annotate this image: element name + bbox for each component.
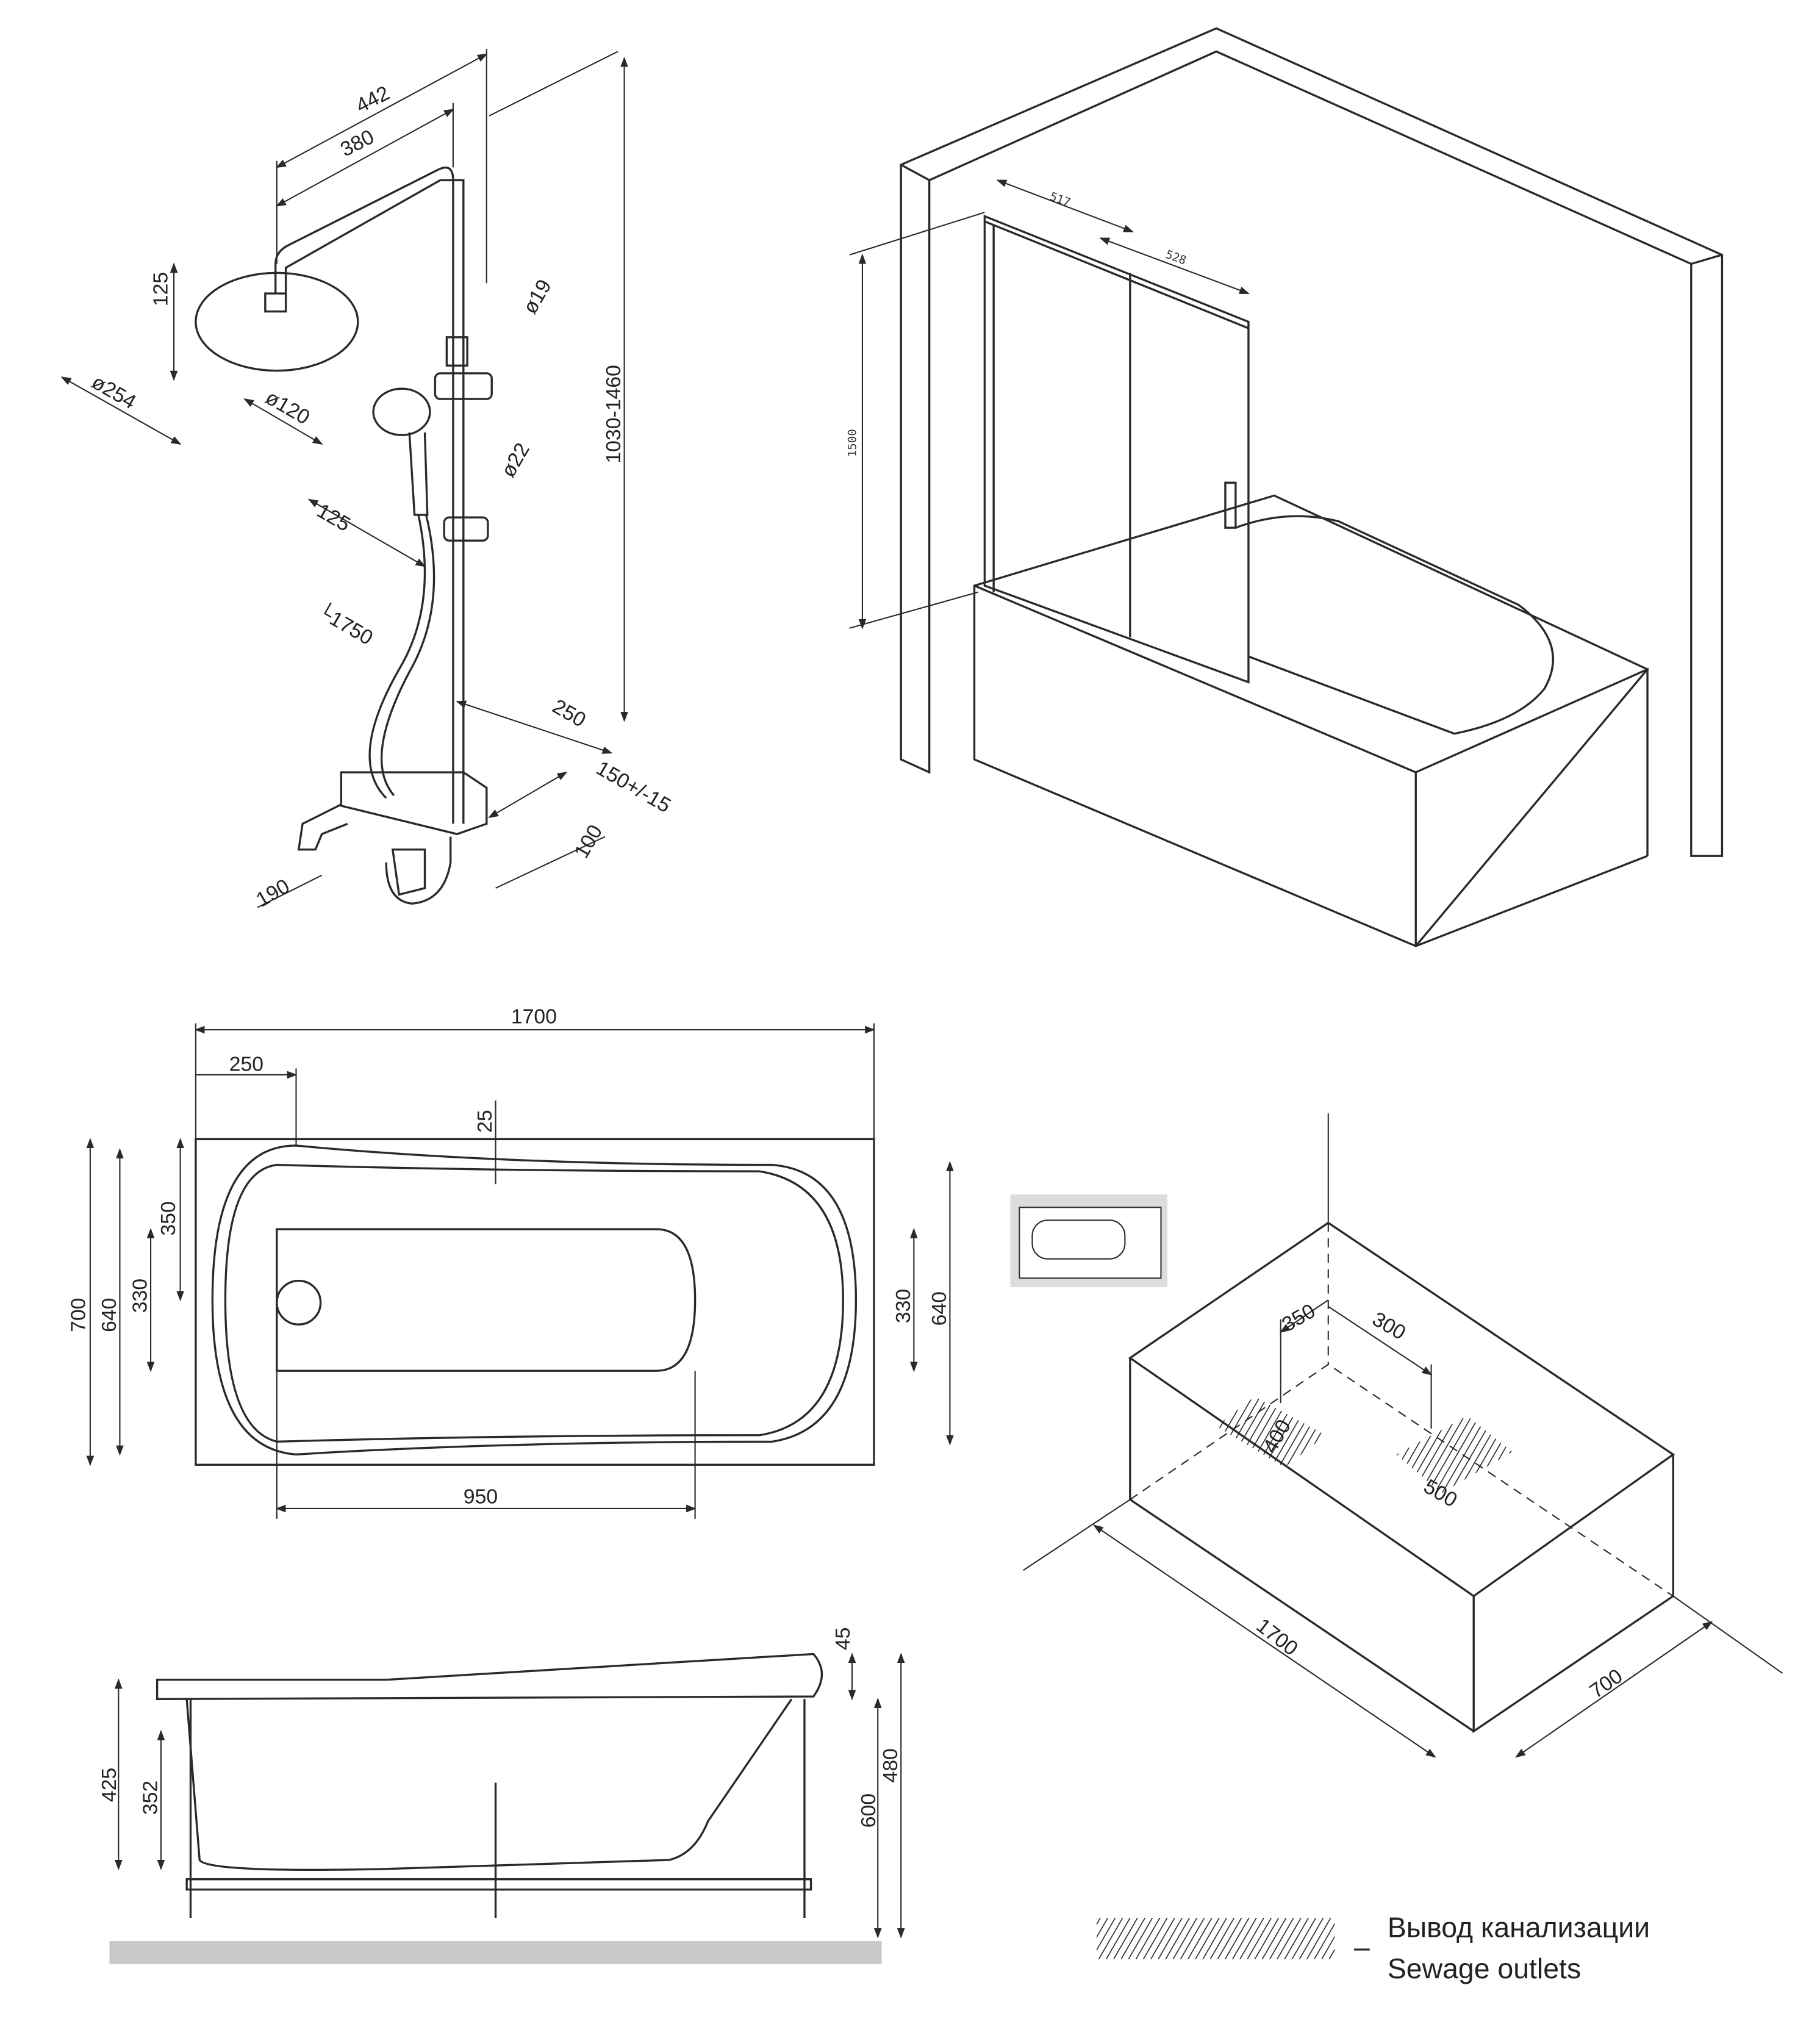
dim-330-right: 330 (892, 1289, 915, 1323)
bath-screen-drawing: 517 528 1500 (845, 27, 1724, 947)
rain-shower-head (195, 271, 359, 372)
sewage-outlet-1 (1216, 1396, 1326, 1468)
shower-head-connector (264, 292, 287, 313)
dim-330-left: 330 (129, 1279, 152, 1313)
iso-dim-300: 300 (1368, 1307, 1410, 1344)
dim-600: 600 (857, 1793, 880, 1828)
dim-150: 150+/-15 (592, 756, 675, 817)
dim-352: 352 (139, 1781, 162, 1815)
dim-640-left: 640 (98, 1298, 121, 1332)
legend: – Вывод канализации Sewage outlets (1096, 1912, 1650, 1984)
drain-icon (276, 1279, 322, 1326)
dim-19: ø19 (518, 276, 556, 318)
screen-handle (1224, 481, 1237, 529)
dim-517: 517 (1048, 190, 1072, 209)
dim-125-head: 125 (149, 272, 172, 306)
dim-1030-1460: 1030-1460 (602, 365, 625, 463)
iso-dim-350: 350 (1278, 1299, 1319, 1337)
dim-350: 350 (157, 1201, 180, 1235)
dim-22: ø22 (496, 439, 534, 481)
thermostat-shelf (340, 771, 488, 836)
dim-1500: 1500 (845, 429, 859, 457)
dim-640-right: 640 (928, 1291, 951, 1326)
bathtub (973, 494, 1649, 947)
wall (900, 27, 1724, 857)
thumbnail-bath (1019, 1207, 1162, 1279)
dim-442: 442 (352, 81, 393, 117)
dim-480: 480 (879, 1748, 902, 1782)
dim-250: 250 (229, 1053, 263, 1076)
shower-system-drawing: 442 380 125 ø254 ø120 ø19 ø22 1030-1460 … (60, 49, 675, 912)
dim-254: ø254 (88, 370, 140, 414)
dim-700: 700 (66, 1298, 90, 1332)
sewage-outlet-2 (1396, 1416, 1513, 1493)
floor (109, 1940, 882, 1964)
dim-380: 380 (337, 125, 378, 161)
bathtub-side-view: 45 425 352 600 480 (98, 1628, 905, 1964)
legend-label-ru: Вывод канализации (1388, 1912, 1650, 1943)
legend-hatch-swatch (1096, 1917, 1335, 1959)
dim-120: ø120 (262, 386, 314, 429)
tub-bottom (276, 1228, 697, 1372)
iso-box-top (1128, 1221, 1675, 1598)
glass-screen (983, 214, 1250, 684)
dim-25: 25 (473, 1110, 496, 1133)
iso-dim-1700: 1700 (1252, 1614, 1303, 1660)
dim-950: 950 (464, 1485, 498, 1509)
dim-425: 425 (98, 1768, 121, 1802)
dim-1750-hose: └1750 (313, 599, 377, 650)
dim-45: 45 (831, 1628, 854, 1651)
legend-label-en: Sewage outlets (1388, 1953, 1581, 1984)
legend-dash: – (1354, 1931, 1370, 1962)
bathtub-iso-installation: 350 300 400 500 1700 700 (1010, 1113, 1783, 1758)
dim-1700: 1700 (511, 1005, 557, 1028)
tub-rim (195, 1138, 875, 1466)
hand-shower-head (372, 387, 431, 436)
bathtub-top-view: 1700 250 25 700 640 350 330 330 640 950 (66, 1005, 954, 1519)
dim-190: 190 (253, 874, 294, 911)
iso-dim-700: 700 (1585, 1664, 1627, 1703)
dim-100: 100 (570, 821, 607, 863)
dim-250: 250 (548, 695, 590, 732)
tub-rim-side (156, 1653, 823, 1700)
dim-528: 528 (1164, 248, 1188, 267)
